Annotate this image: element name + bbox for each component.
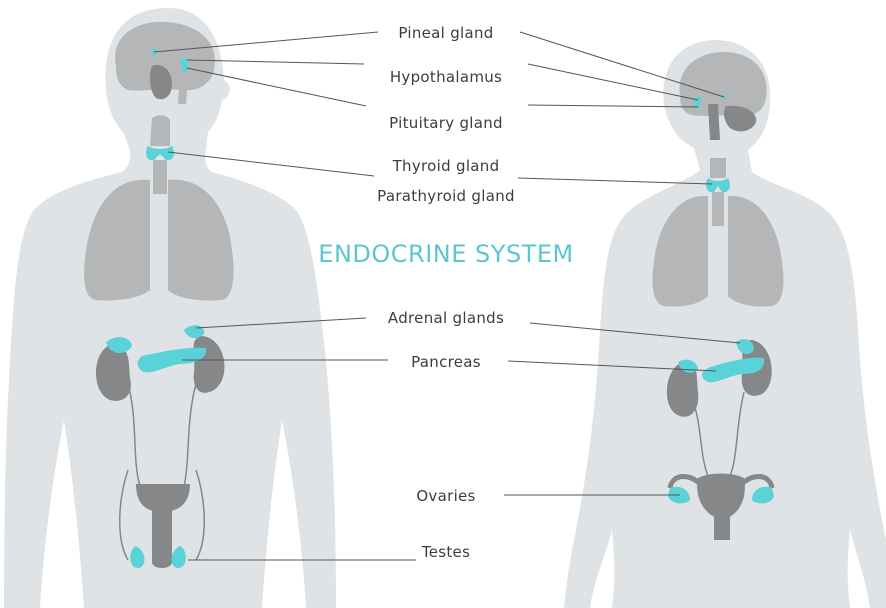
diagram-title: ENDOCRINE SYSTEM: [318, 240, 573, 268]
female-larynx: [710, 158, 726, 178]
label-hypothalamus: Hypothalamus: [390, 68, 502, 86]
label-pancreas: Pancreas: [411, 353, 481, 371]
female-pituitary: [694, 103, 700, 109]
label-ovaries: Ovaries: [416, 487, 475, 505]
female-brainstem: [708, 104, 720, 140]
label-adrenal-glands: Adrenal glands: [388, 309, 504, 327]
label-testes: Testes: [422, 543, 470, 561]
male-trachea: [153, 160, 167, 194]
male-figure: [4, 8, 336, 608]
label-parathyroid-gland: Parathyroid gland: [377, 187, 515, 205]
label-thyroid-gland: Thyroid gland: [393, 157, 500, 175]
male-larynx: [150, 115, 170, 146]
label-pituitary-gland: Pituitary gland: [389, 114, 503, 132]
female-cervix: [714, 516, 730, 540]
female-figure: [564, 40, 886, 608]
label-pineal-gland: Pineal gland: [398, 24, 493, 42]
female-trachea: [712, 192, 724, 226]
male-penis: [152, 510, 172, 568]
